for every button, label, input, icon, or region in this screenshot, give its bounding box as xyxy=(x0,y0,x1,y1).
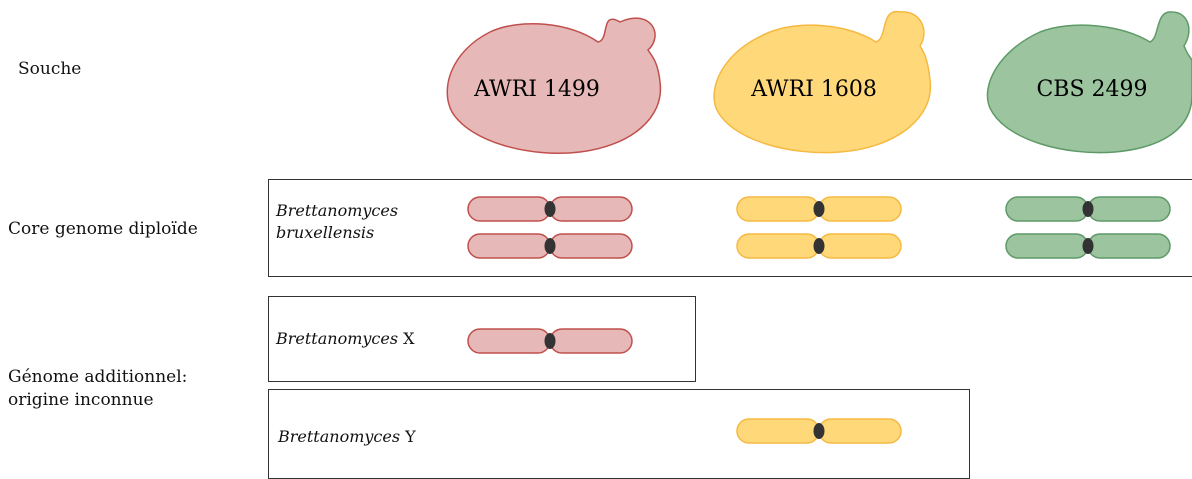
species-x-suffix: X xyxy=(398,329,415,348)
chromosome-right-arm xyxy=(1087,196,1171,222)
chromosome-right-arm xyxy=(549,233,633,259)
centromere xyxy=(1082,201,1094,217)
chromosome-right-arm xyxy=(1087,233,1171,259)
chromosome-left-arm xyxy=(1005,196,1089,222)
row-label-additional-line1: Génome additionnel: xyxy=(8,367,188,387)
chromosome-awri-1499-x xyxy=(467,328,633,354)
core-genome-box xyxy=(268,179,1192,277)
chromosome-cbs-2499-core-1 xyxy=(1005,196,1171,222)
chromosome-awri-1499-core-2 xyxy=(467,233,633,259)
centromere xyxy=(544,333,556,349)
centromere xyxy=(1082,238,1094,254)
strain-cell-awri-1608: AWRI 1608 xyxy=(713,11,932,154)
chromosome-cbs-2499-core-2 xyxy=(1005,233,1171,259)
chromosome-left-arm xyxy=(467,233,551,259)
chromosome-left-arm xyxy=(736,418,820,444)
row-label-additional-line2: origine inconnue xyxy=(8,390,154,410)
centromere xyxy=(544,201,556,217)
chromosome-right-arm xyxy=(549,196,633,222)
chromosome-awri-1608-y xyxy=(736,418,902,444)
chromosome-left-arm xyxy=(467,328,551,354)
species-x-genus: Brettanomyces xyxy=(276,329,399,348)
row-label-additional-genome: Génome additionnel: origine inconnue xyxy=(8,366,187,412)
chromosome-right-arm xyxy=(818,196,902,222)
chromosome-right-arm xyxy=(818,233,902,259)
centromere xyxy=(813,423,825,439)
chromosome-group xyxy=(467,196,1171,444)
chromosome-awri-1608-core-1 xyxy=(736,196,902,222)
species-y-label: Brettanomyces Y xyxy=(278,426,416,448)
species-core-line2: bruxellensis xyxy=(276,223,375,242)
chromosome-left-arm xyxy=(736,233,820,259)
strain-cell-awri-1499: AWRI 1499 xyxy=(446,17,662,154)
chromosome-left-arm xyxy=(1005,233,1089,259)
strain-label-cbs-2499: CBS 2499 xyxy=(1036,77,1147,102)
species-core-label: Brettanomyces bruxellensis xyxy=(276,200,398,244)
species-x-label: Brettanomyces X xyxy=(276,328,415,350)
chromosome-awri-1608-core-2 xyxy=(736,233,902,259)
species-core-line1: Brettanomyces xyxy=(276,201,399,220)
centromere xyxy=(813,201,825,217)
species-y-genus: Brettanomyces xyxy=(278,427,401,446)
strain-cell-cbs-2499: CBS 2499 xyxy=(986,11,1192,154)
strain-label-awri-1608: AWRI 1608 xyxy=(750,77,877,102)
chromosome-right-arm xyxy=(549,328,633,354)
species-y-suffix: Y xyxy=(400,427,416,446)
chromosome-right-arm xyxy=(818,418,902,444)
chromosome-left-arm xyxy=(467,196,551,222)
cell-body-2 xyxy=(713,11,932,154)
centromere xyxy=(544,238,556,254)
chromosome-left-arm xyxy=(736,196,820,222)
row-label-strain: Souche xyxy=(18,59,82,79)
cell-body-3 xyxy=(986,11,1192,154)
centromere xyxy=(813,238,825,254)
chromosome-awri-1499-core-1 xyxy=(467,196,633,222)
strain-label-awri-1499: AWRI 1499 xyxy=(473,77,600,102)
row-label-core-genome: Core genome diploïde xyxy=(8,219,198,239)
diagram-art: AWRI 1499 AWRI 1608 CBS 2499 xyxy=(446,11,1192,444)
cell-body-1 xyxy=(446,17,662,154)
